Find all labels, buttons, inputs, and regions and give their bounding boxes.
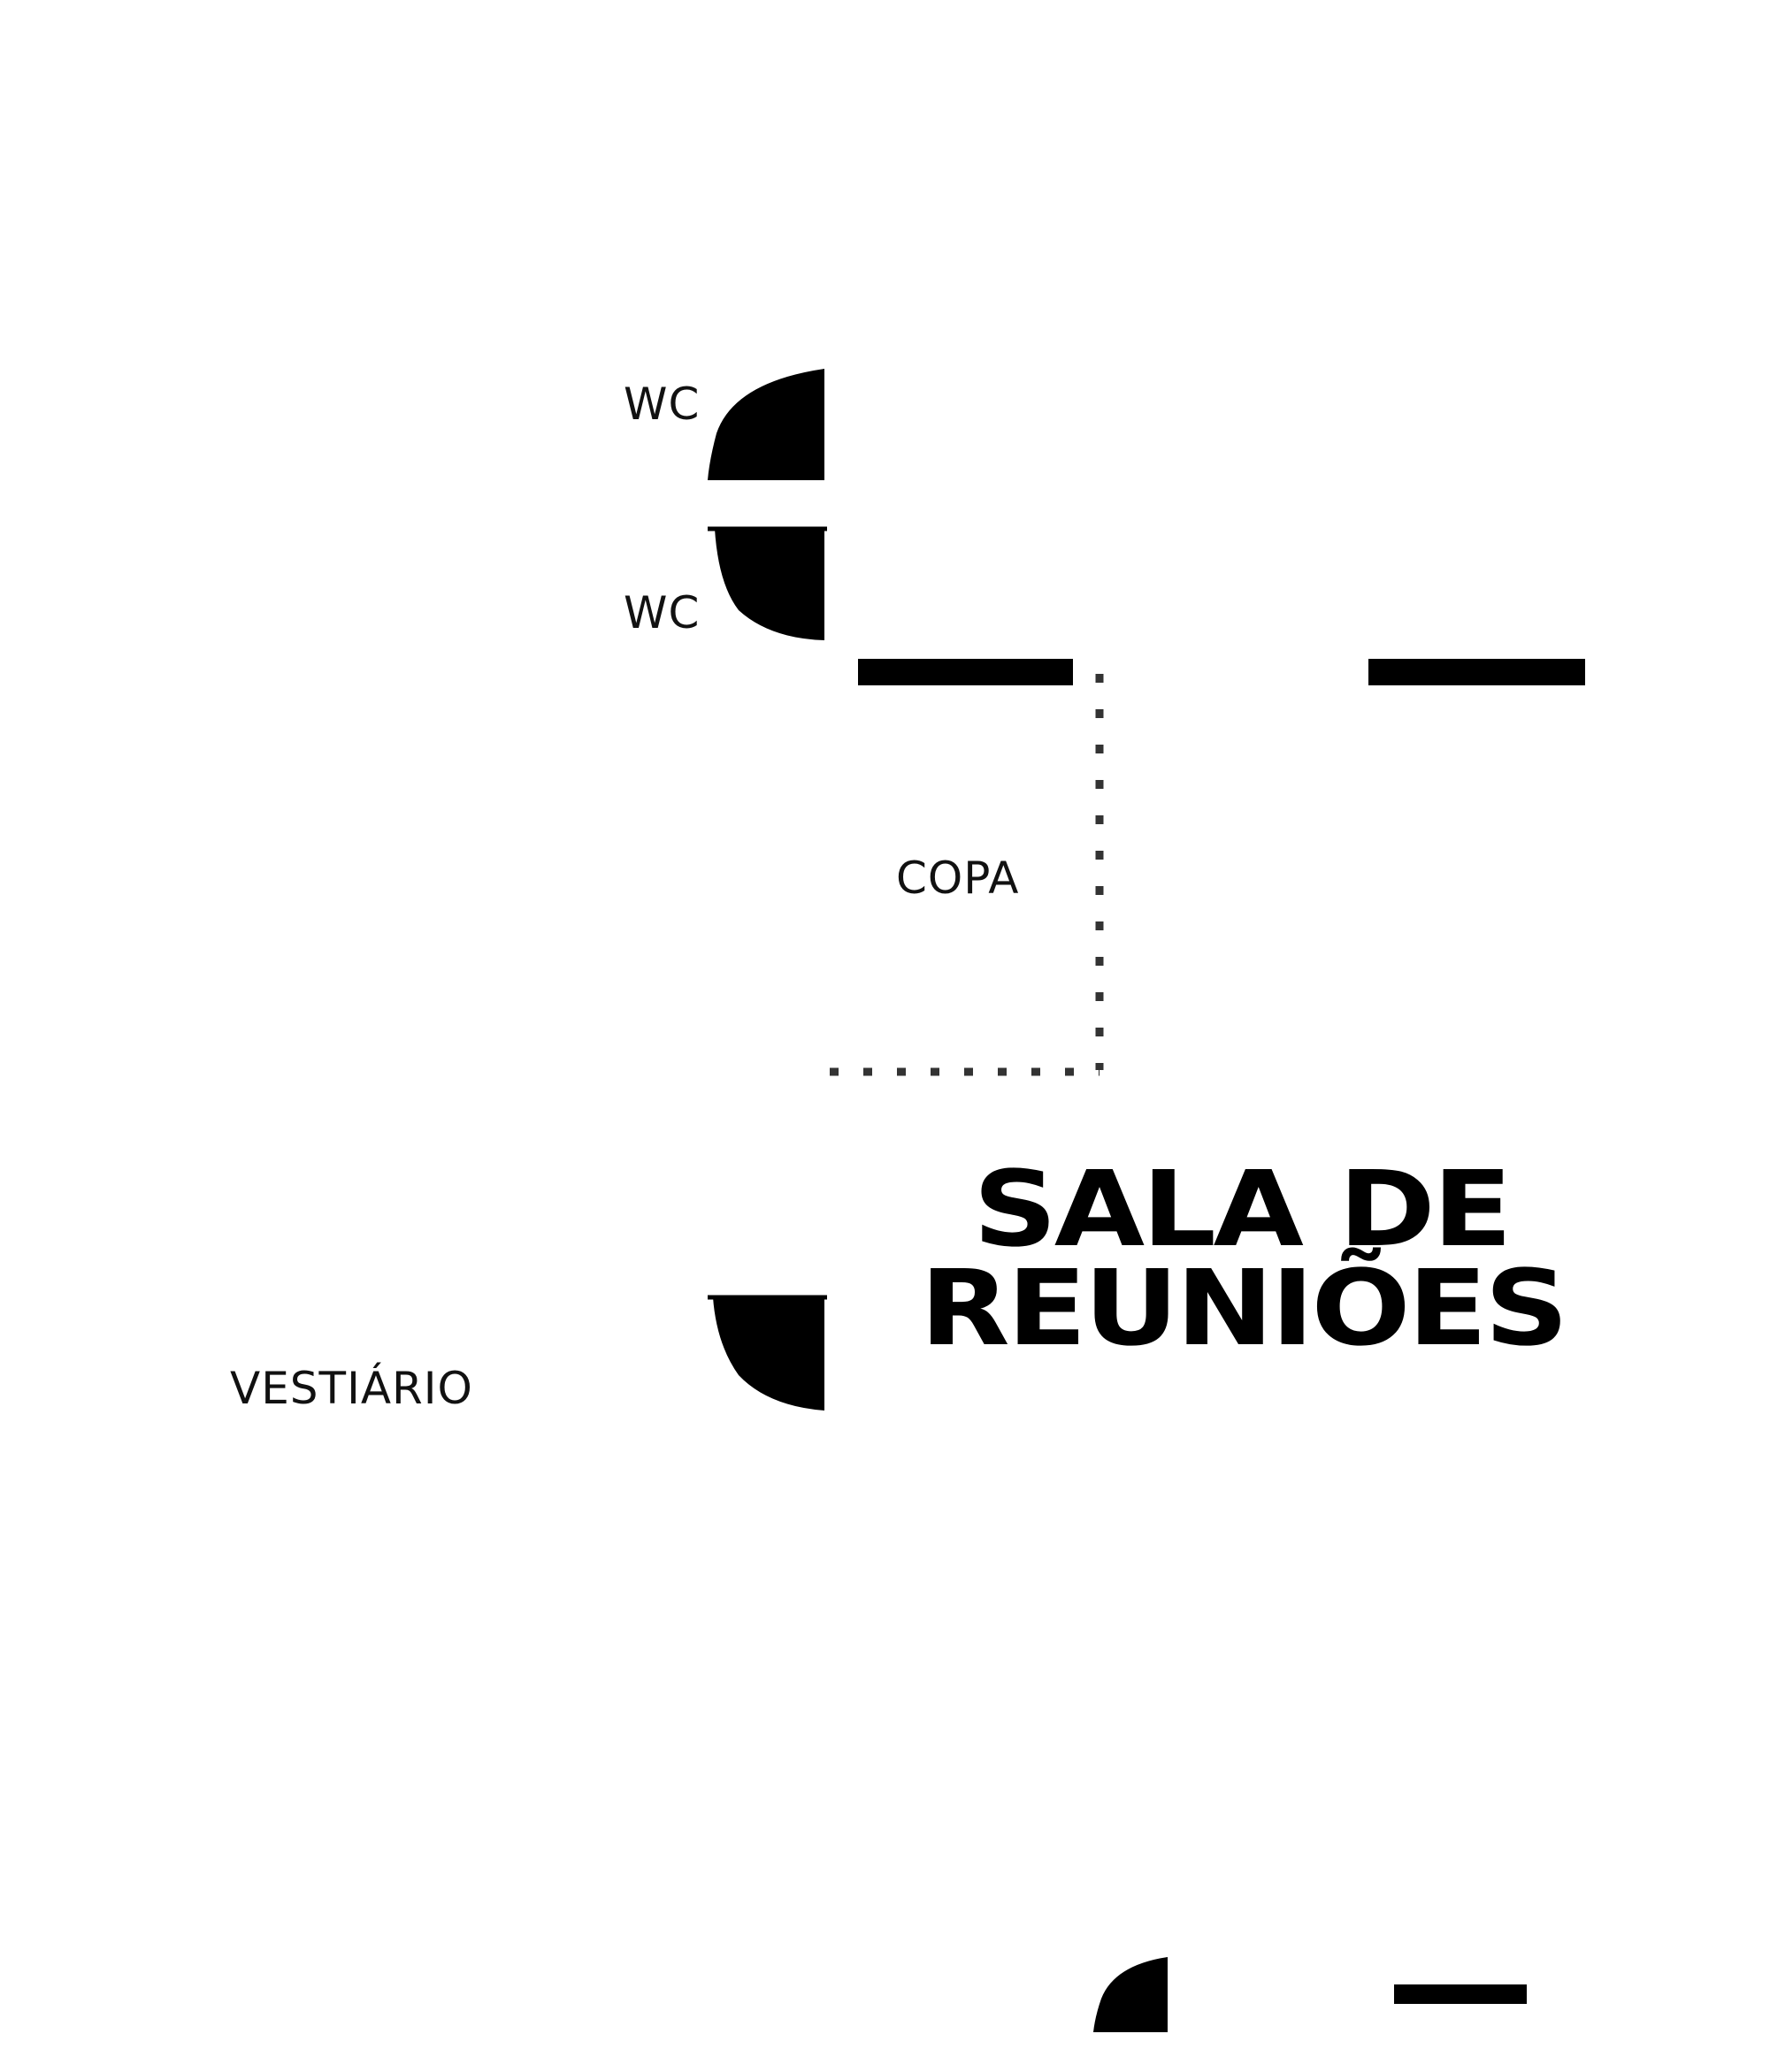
door-swing-vestiario: [713, 1297, 824, 1411]
door-swing-wc-upper: [708, 369, 824, 480]
door-swing-wc-lower: [715, 529, 824, 640]
wall-segment-bottom-right: [1394, 1984, 1527, 2004]
label-copa: COPA: [896, 853, 1020, 904]
label-wc-upper: WC: [624, 378, 701, 430]
door-swing-bottom: [1093, 1957, 1168, 2032]
label-wc-lower: WC: [624, 587, 701, 638]
label-vestiario: VESTIÁRIO: [230, 1363, 473, 1414]
room-title-line-2: REUNIÕES: [920, 1247, 1568, 1369]
wall-segment-copa-top: [858, 659, 1073, 685]
room-title-line-1: SALA DE: [973, 1148, 1513, 1270]
wall-segment-right-top: [1368, 659, 1585, 685]
